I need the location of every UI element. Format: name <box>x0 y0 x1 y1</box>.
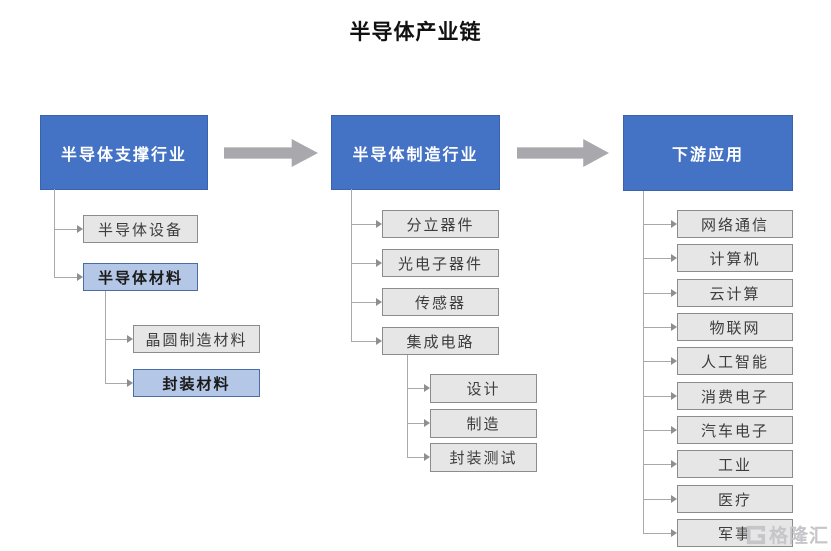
gelonghui-logo-icon <box>746 525 766 544</box>
connector-arrow-icon <box>407 384 430 392</box>
connector-trunk <box>54 189 55 277</box>
connector-arrow-icon <box>351 337 382 345</box>
connector-arrow-icon <box>105 335 133 343</box>
connector-arrow-icon <box>643 220 677 228</box>
node-discrete-devices: 分立器件 <box>382 210 499 238</box>
node-semiconductor-materials: 半导体材料 <box>83 263 198 291</box>
gelonghui-watermark: 格隆汇 <box>746 521 829 548</box>
watermark-text: 格隆汇 <box>768 526 829 547</box>
node-computers: 计算机 <box>677 244 793 272</box>
node-packaging-testing: 封装测试 <box>430 443 537 472</box>
connector-trunk <box>351 189 352 341</box>
node-ic-design: 设计 <box>430 374 537 403</box>
node-medical: 医疗 <box>677 485 793 513</box>
connector-trunk <box>643 191 644 533</box>
node-automotive-electronics: 汽车电子 <box>677 416 793 444</box>
node-semiconductor-equipment: 半导体设备 <box>83 215 198 243</box>
connector-arrow-icon <box>643 460 677 468</box>
flow-arrow-icon <box>224 139 318 167</box>
node-military: 军事 <box>677 519 793 547</box>
node-integrated-circuits: 集成电路 <box>382 327 499 355</box>
connector-trunk <box>105 291 106 383</box>
connector-arrow-icon <box>643 289 677 297</box>
connector-arrow-icon <box>643 529 677 537</box>
connector-arrow-icon <box>643 426 677 434</box>
connector-arrow-icon <box>54 273 83 281</box>
connector-trunk <box>407 355 408 458</box>
node-cloud-computing: 云计算 <box>677 279 793 307</box>
flow-arrow-icon <box>517 139 609 167</box>
connector-arrow-icon <box>643 392 677 400</box>
connector-arrow-icon <box>643 254 677 262</box>
connector-arrow-icon <box>351 220 382 228</box>
node-industrial: 工业 <box>677 450 793 478</box>
connector-arrow-icon <box>407 419 430 427</box>
node-ic-fabrication: 制造 <box>430 409 537 438</box>
node-wafer-fab-materials: 晶圆制造材料 <box>133 325 260 353</box>
connector-arrow-icon <box>105 379 133 387</box>
connector-arrow-icon <box>643 357 677 365</box>
node-packaging-materials: 封装材料 <box>133 369 260 397</box>
node-sensors: 传感器 <box>382 288 499 316</box>
connector-arrow-icon <box>351 259 382 267</box>
node-network-communication: 网络通信 <box>677 210 793 238</box>
node-iot: 物联网 <box>677 313 793 341</box>
stage-downstream-applications: 下游应用 <box>623 115 793 191</box>
connector-arrow-icon <box>643 495 677 503</box>
connector-arrow-icon <box>643 323 677 331</box>
node-optoelectronic-devices: 光电子器件 <box>382 249 499 277</box>
node-consumer-electronics: 消费电子 <box>677 382 793 410</box>
node-artificial-intelligence: 人工智能 <box>677 347 793 375</box>
connector-arrow-icon <box>407 453 430 461</box>
stage-manufacturing-industry: 半导体制造行业 <box>331 115 500 190</box>
stage-supporting-industry: 半导体支撑行业 <box>40 115 208 190</box>
diagram-title: 半导体产业链 <box>349 21 482 44</box>
connector-arrow-icon <box>351 298 382 306</box>
connector-arrow-icon <box>54 225 83 233</box>
